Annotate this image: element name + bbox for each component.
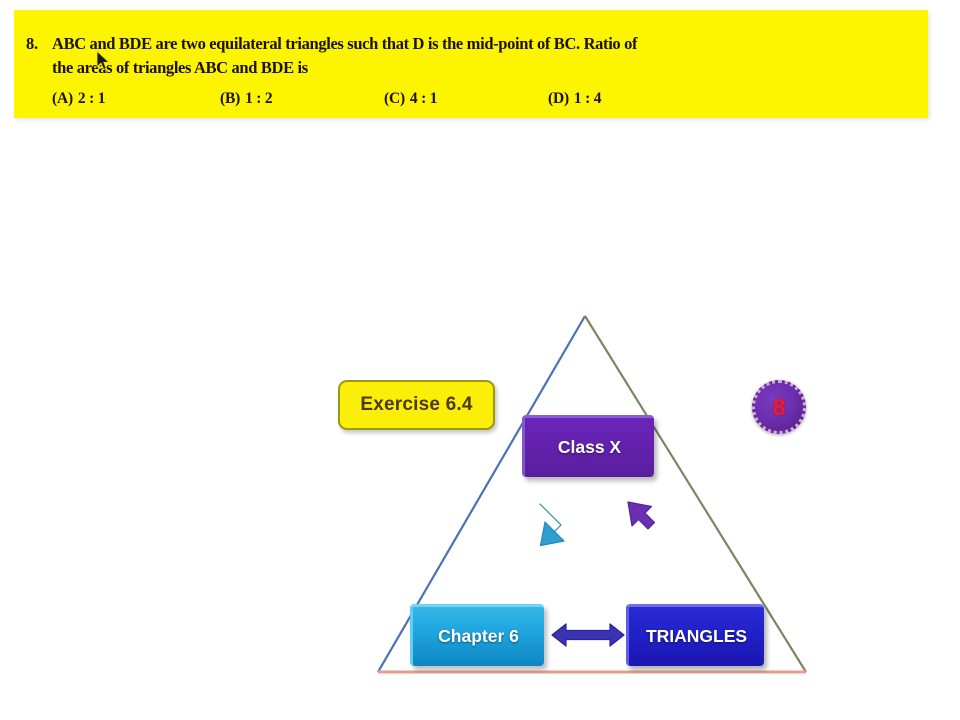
arrow-classx-chapter-icon <box>539 503 565 547</box>
option-a[interactable]: (A)2 : 1 <box>52 90 106 108</box>
option-a-value: 2 : 1 <box>77 90 106 107</box>
question-number: 8. <box>26 34 38 53</box>
option-c[interactable]: (C)4 : 1 <box>384 90 438 108</box>
node-exercise-6-4[interactable]: Exercise 6.4 <box>338 380 495 430</box>
question-banner: 8. ABC and BDE are two equilateral trian… <box>14 10 928 118</box>
option-b-value: 1 : 2 <box>245 90 273 107</box>
node-class-x[interactable]: Class X <box>522 415 654 477</box>
option-a-label: (A) <box>52 90 73 107</box>
question-text-line-2: the areas of triangles ABC and BDE is <box>52 58 308 77</box>
triangle-right-edge <box>584 315 807 673</box>
option-b[interactable]: (B)1 : 2 <box>220 90 273 108</box>
triangle-concept-diagram: Exercise 6.4 Class X Chapter 6 TRIANGLES… <box>330 300 830 700</box>
option-b-label: (B) <box>220 90 241 107</box>
answer-options: (A)2 : 1 (B)1 : 2 (C)4 : 1 (D)1 : 4 <box>52 90 672 114</box>
option-c-value: 4 : 1 <box>409 90 438 107</box>
node-chapter-6[interactable]: Chapter 6 <box>410 604 544 666</box>
option-d[interactable]: (D)1 : 4 <box>548 90 602 108</box>
diagram-arrows <box>539 501 656 647</box>
badge-glyph-label: 8 <box>772 393 786 420</box>
option-c-label: (C) <box>384 90 405 107</box>
option-d-value: 1 : 4 <box>573 90 602 107</box>
question-text-line-1: ABC and BDE are two equilateral triangle… <box>52 34 638 53</box>
arrow-classx-triangles-icon <box>627 501 656 530</box>
option-d-label: (D) <box>548 90 569 107</box>
node-triangles[interactable]: TRIANGLES <box>626 604 764 666</box>
circular-badge: 8 <box>752 380 806 434</box>
arrow-chapter-triangles-icon <box>551 623 625 647</box>
